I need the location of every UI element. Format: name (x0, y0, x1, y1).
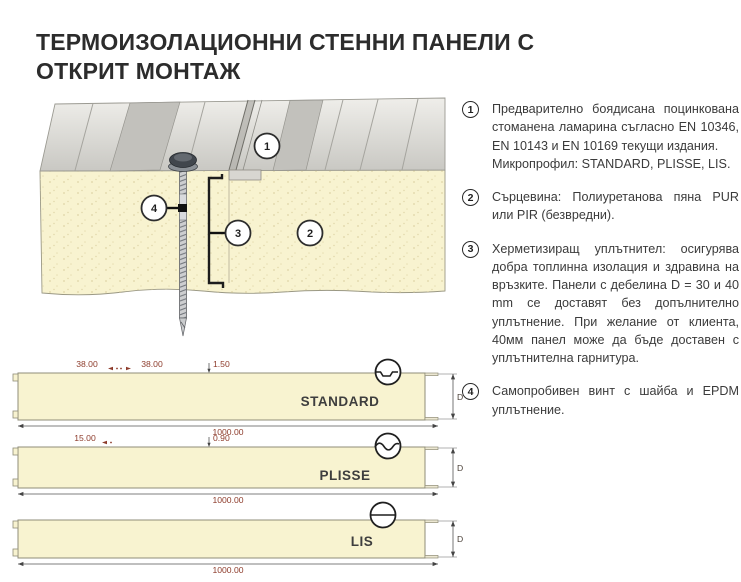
profile-plisse: 15.00 0.90 D 1000.00 PLISSE (12, 432, 463, 505)
spec-item-1: 1 Предварително боядисана поцинкована ст… (462, 100, 739, 173)
spec-text: Предварително боядисана поцинкована стом… (492, 102, 739, 153)
spec-item-3: 3 Херметизиращ уплътнител: осигурява доб… (462, 240, 739, 368)
sealant-bead (207, 174, 225, 288)
dim-sheet-thickness: 0.90 (213, 433, 230, 443)
panel-3d-illustration: 1 2 3 4 (39, 97, 446, 337)
page-title-line1: ТЕРМОИЗОЛАЦИОННИ СТЕННИ ПАНЕЛИ С (36, 29, 535, 56)
spec-item-4: 4 Самопробивен винт с шайба и EPDM уплът… (462, 382, 739, 419)
callout-2: 2 (296, 219, 324, 247)
profile-label-plisse: PLISSE (319, 468, 370, 483)
spec-number-badge: 1 (462, 101, 479, 118)
spec-number-badge: 3 (462, 240, 479, 258)
microprofile-symbol-plisse (374, 432, 402, 460)
dim-sheet-thickness: 1.50 (213, 359, 230, 369)
microprofile-symbol-standard (374, 358, 402, 386)
screw (168, 152, 198, 337)
spec-number-badge: 4 (462, 383, 479, 401)
profile-label-standard: STANDARD (301, 394, 380, 409)
dim-rib-spacing-2: 38.00 (141, 359, 163, 369)
profile-label-lis: LIS (351, 534, 374, 549)
callouts: 1 2 3 4 (140, 132, 324, 247)
spec-text: Херметизиращ уплътнител: осигурява добра… (492, 241, 739, 366)
profile-standard: 38.00 38.00 1.50 D 1000.00 STANDARD (12, 358, 463, 437)
dim-panel-width: 1000.00 (212, 565, 243, 575)
metal-top-face (39, 97, 446, 172)
leader-anchor-square (178, 204, 187, 212)
svg-text:2: 2 (307, 228, 313, 240)
profile-cross-sections: 38.00 38.00 1.50 D 1000.00 STANDARD 15.0… (12, 358, 463, 575)
dim-depth-label: D (457, 392, 463, 402)
spec-list: 1 Предварително боядисана поцинкована ст… (462, 100, 739, 419)
dim-rib-spacing-1: 38.00 (76, 359, 98, 369)
page-title-line2: ОТКРИТ МОНТАЖ (36, 57, 241, 84)
profile-lis: D 1000.00 LIS (12, 501, 463, 575)
svg-text:1: 1 (264, 141, 270, 153)
svg-text:4: 4 (151, 203, 158, 215)
page-title: ТЕРМОИЗОЛАЦИОННИ СТЕННИ ПАНЕЛИ С ОТКРИТ … (36, 28, 656, 85)
callout-1: 1 (253, 132, 281, 160)
callout-3: 3 (224, 219, 252, 247)
spec-text: Сърцевина: Полиуретанова пяна PUR или PI… (492, 190, 739, 223)
callout-4: 4 (140, 194, 168, 222)
svg-text:3: 3 (235, 228, 241, 240)
microprofile-symbol-lis (369, 501, 397, 529)
dim-panel-width: 1000.00 (212, 427, 243, 437)
dim-rib-spacing: 15.00 (74, 433, 96, 443)
dim-panel-width: 1000.00 (212, 495, 243, 505)
spec-number-badge: 2 (462, 189, 479, 206)
spec-text-microprofile: Микропрофил: STANDARD, PLISSE, LIS. (492, 156, 731, 171)
spec-text: Самопробивен винт с шайба и EPDM уплътне… (492, 384, 739, 417)
spec-item-2: 2 Сърцевина: Полиуретанова пяна PUR или … (462, 188, 739, 225)
dim-depth-label: D (457, 534, 463, 544)
dim-depth-label: D (457, 463, 463, 473)
